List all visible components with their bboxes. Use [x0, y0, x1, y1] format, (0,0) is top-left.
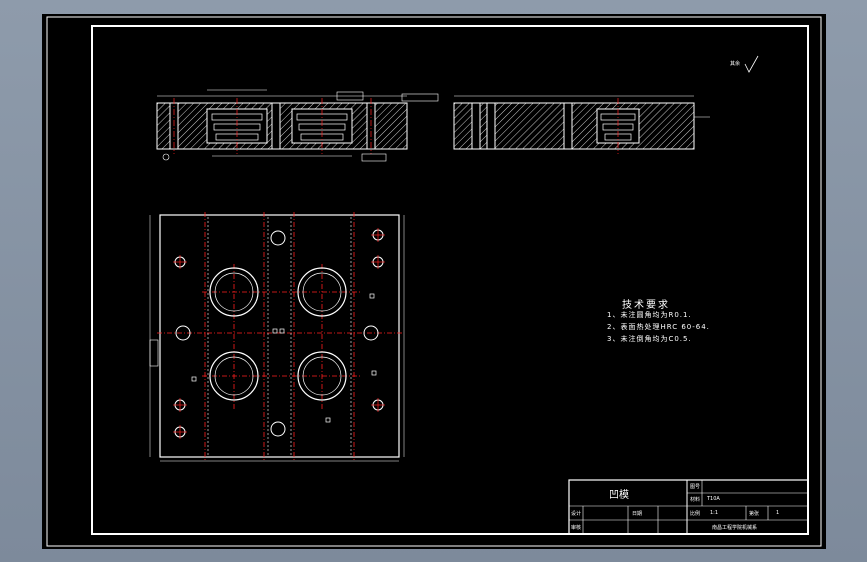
section-view-front — [156, 89, 439, 162]
outer-frame — [46, 16, 822, 547]
note-item-2: 2、表面热处理HRC 60-64. — [607, 323, 710, 331]
material-value: T10A — [707, 496, 720, 502]
date-label: 日期 — [632, 511, 643, 517]
drawing-sheet: 技术要求 1、未注圆角均为R0.1. 2、表面热处理HRC 60-64. 3、未… — [42, 14, 826, 549]
scale-label: 比例 — [690, 511, 701, 517]
designer-label: 设计 — [571, 511, 582, 517]
scale-value: 1:1 — [710, 510, 719, 516]
note-item-3: 3、未注倒角均为C0.5. — [607, 335, 692, 343]
cad-drawing — [46, 16, 822, 547]
plan-view — [149, 212, 405, 462]
note-item-1: 1、未注圆角均为R0.1. — [607, 311, 692, 319]
material-label: 材料 — [690, 497, 701, 503]
sheet-label: 第张 — [749, 511, 760, 517]
part-name: 凹模 — [609, 490, 629, 501]
school-name: 南昌工程学院机械系 — [712, 525, 758, 531]
title-block — [568, 479, 809, 535]
roughness-symbol — [744, 55, 759, 73]
inner-frame — [91, 25, 809, 535]
roughness-label: 其余 — [730, 61, 741, 67]
technical-requirements-title: 技术要求 — [622, 300, 670, 311]
section-view-side — [453, 95, 710, 154]
checker-label: 审核 — [571, 525, 582, 531]
sheet-value: 1 — [776, 510, 780, 516]
drawing-no-label: 图号 — [690, 484, 701, 490]
